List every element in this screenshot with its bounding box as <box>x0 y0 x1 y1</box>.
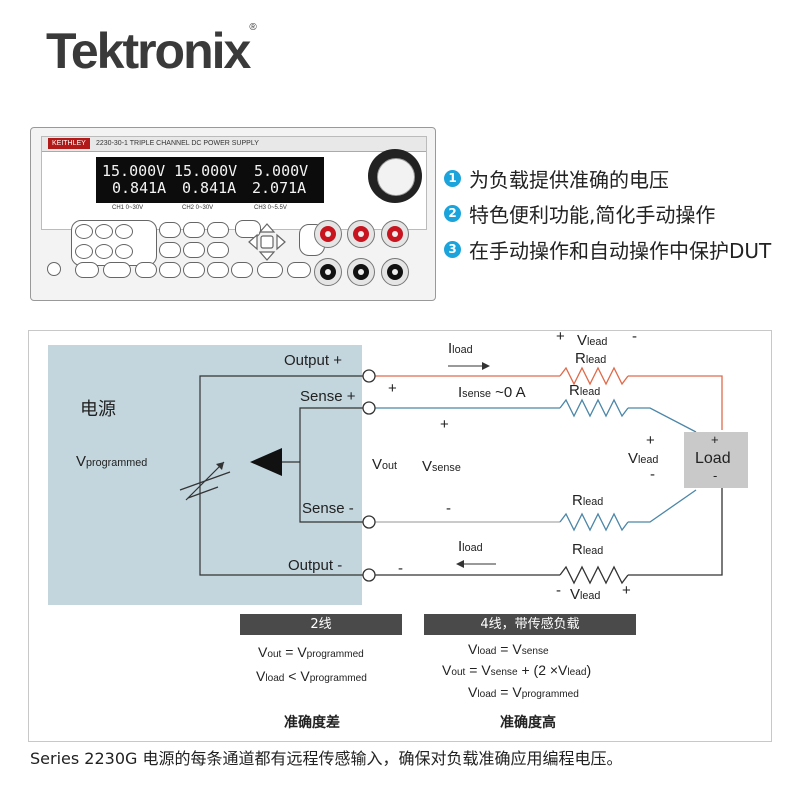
diagram-frame <box>28 330 772 742</box>
ch2-positive-terminal[interactable] <box>347 220 375 248</box>
ch1-current: 0.841A <box>112 179 167 197</box>
key-esc[interactable] <box>287 262 311 278</box>
power-supply-block <box>48 345 362 605</box>
two-wire-header: 2线 <box>240 614 402 635</box>
tektronix-logo: Tektronix® <box>46 22 257 79</box>
number-badge-icon: 3 <box>444 240 461 258</box>
feature-item-2: 2 特色便利功能,简化手动操作 <box>444 200 716 227</box>
vout-minus-sign: - <box>446 500 451 517</box>
ch-button-6[interactable] <box>115 244 133 259</box>
r-lead-3-label: Rlead <box>572 492 604 509</box>
ch-button-1[interactable] <box>75 224 93 239</box>
key-10[interactable] <box>207 262 229 278</box>
ch2-voltage: 15.000V <box>174 162 238 180</box>
brand-label: KEITHLEY <box>48 138 90 149</box>
key-1[interactable] <box>159 222 181 238</box>
ch2-negative-terminal[interactable] <box>347 258 375 286</box>
four-wire-eq-3: Vload = Vprogrammed <box>468 684 579 700</box>
v-lead-bottom-minus: - <box>556 582 561 599</box>
ch3-range-label: CH3 0~5.5V <box>254 205 287 211</box>
two-wire-eq-2: Vload < Vprogrammed <box>256 668 367 684</box>
feature-text: 在手动操作和自动操作中保护DUT <box>469 238 772 263</box>
key-menu[interactable] <box>235 220 261 238</box>
number-badge-icon: 1 <box>444 169 461 187</box>
ch3-negative-terminal[interactable] <box>381 258 409 286</box>
key-left-1[interactable] <box>75 262 99 278</box>
v-lead-bottom-plus: + <box>622 582 631 599</box>
load-box: + Load - <box>684 432 748 488</box>
lcd-screen: 15.000V 0.841A 15.000V 0.841A 5.000V 2.0… <box>96 157 324 203</box>
key-enter[interactable] <box>257 262 283 278</box>
ch1-positive-terminal[interactable] <box>314 220 342 248</box>
feature-text: 特色便利功能,简化手动操作 <box>469 202 716 227</box>
four-wire-eq-2: Vout = Vsense + (2 ×Vlead) <box>442 662 592 678</box>
key-4[interactable] <box>159 242 181 258</box>
v-lead-top-plus: + <box>556 328 565 345</box>
key-11[interactable] <box>231 262 253 278</box>
ch2-range-label: CH2 0~30V <box>182 205 214 211</box>
load-label: Load <box>695 450 731 467</box>
v-load-label: Vlead <box>628 450 659 467</box>
footer-caption: Series 2230G 电源的每条通道都有远程传感输入，确保对负载准确应用编程… <box>30 749 623 768</box>
v-lead-bottom-label: Vlead <box>570 586 601 603</box>
ch1-voltage: 15.000V <box>102 162 166 180</box>
arrow-pad[interactable] <box>243 222 291 262</box>
two-wire-caption: 准确度差 <box>284 715 340 731</box>
v-load-minus: - <box>650 466 655 483</box>
four-wire-header: 4线，带传感负载 <box>424 614 636 635</box>
ch2-current: 0.841A <box>182 179 237 197</box>
ch1-negative-terminal[interactable] <box>314 258 342 286</box>
key-7[interactable] <box>135 262 157 278</box>
r-lead-1-label: Rlead <box>575 350 607 367</box>
feature-item-3: 3 在手动操作和自动操作中保护DUT <box>444 236 772 263</box>
v-lead-top-label: Vlead <box>577 332 608 349</box>
r-lead-2-label: Rlead <box>569 382 601 399</box>
sense-plus-sign: + <box>388 380 397 397</box>
ch3-voltage: 5.000V <box>254 162 309 180</box>
ch-button-2[interactable] <box>95 224 113 239</box>
display-section: KEITHLEY 2230-30-1 TRIPLE CHANNEL DC POW… <box>41 136 427 230</box>
four-wire-caption: 准确度高 <box>500 715 556 731</box>
ch3-current: 2.071A <box>252 179 307 197</box>
feature-text: 为负载提供准确的电压 <box>469 167 669 192</box>
v-load-plus: + <box>646 432 655 449</box>
i-sense-label: Isense ~0 A <box>458 384 526 401</box>
key-6[interactable] <box>207 242 229 258</box>
key-8[interactable] <box>159 262 181 278</box>
sense-plus-label: Sense + <box>300 388 356 405</box>
key-5[interactable] <box>183 242 205 258</box>
key-3[interactable] <box>207 222 229 238</box>
power-supply-front-panel: KEITHLEY 2230-30-1 TRIPLE CHANNEL DC POW… <box>30 127 436 301</box>
vout-plus-sign: + <box>440 416 449 433</box>
key-9[interactable] <box>183 262 205 278</box>
output-minus-sign: - <box>398 560 403 577</box>
v-programmed-label: Vprogrammed <box>76 453 148 470</box>
ch-button-4[interactable] <box>75 244 93 259</box>
v-sense-label: Vsense <box>422 458 461 475</box>
power-button[interactable] <box>47 262 61 276</box>
rotary-knob[interactable] <box>368 149 422 203</box>
psu-title: 电源 <box>80 399 116 419</box>
i-load-top-label: Iload <box>448 340 473 357</box>
feature-item-1: 1 为负载提供准确的电压 <box>444 165 669 192</box>
model-label: 2230-30-1 TRIPLE CHANNEL DC POWER SUPPLY <box>96 140 259 147</box>
ch1-range-label: CH1 0~30V <box>112 205 144 211</box>
key-left-2[interactable] <box>103 262 131 278</box>
i-load-bottom-label: Iload <box>458 538 483 555</box>
output-minus-label: Output - <box>288 557 343 574</box>
four-wire-eq-1: Vload = Vsense <box>468 641 549 657</box>
ch3-positive-terminal[interactable] <box>381 220 409 248</box>
sense-minus-label: Sense - <box>302 500 354 517</box>
two-wire-eq-1: Vout = Vprogrammed <box>258 644 364 660</box>
r-lead-4-label: Rlead <box>572 541 604 558</box>
brand-bar: KEITHLEY 2230-30-1 TRIPLE CHANNEL DC POW… <box>42 137 426 152</box>
v-out-label: Vout <box>372 456 398 473</box>
output-plus-label: Output + <box>284 352 342 369</box>
key-2[interactable] <box>183 222 205 238</box>
ch-button-3[interactable] <box>115 224 133 239</box>
ch-button-5[interactable] <box>95 244 113 259</box>
number-badge-icon: 2 <box>444 204 461 222</box>
v-lead-top-minus: - <box>632 328 637 345</box>
